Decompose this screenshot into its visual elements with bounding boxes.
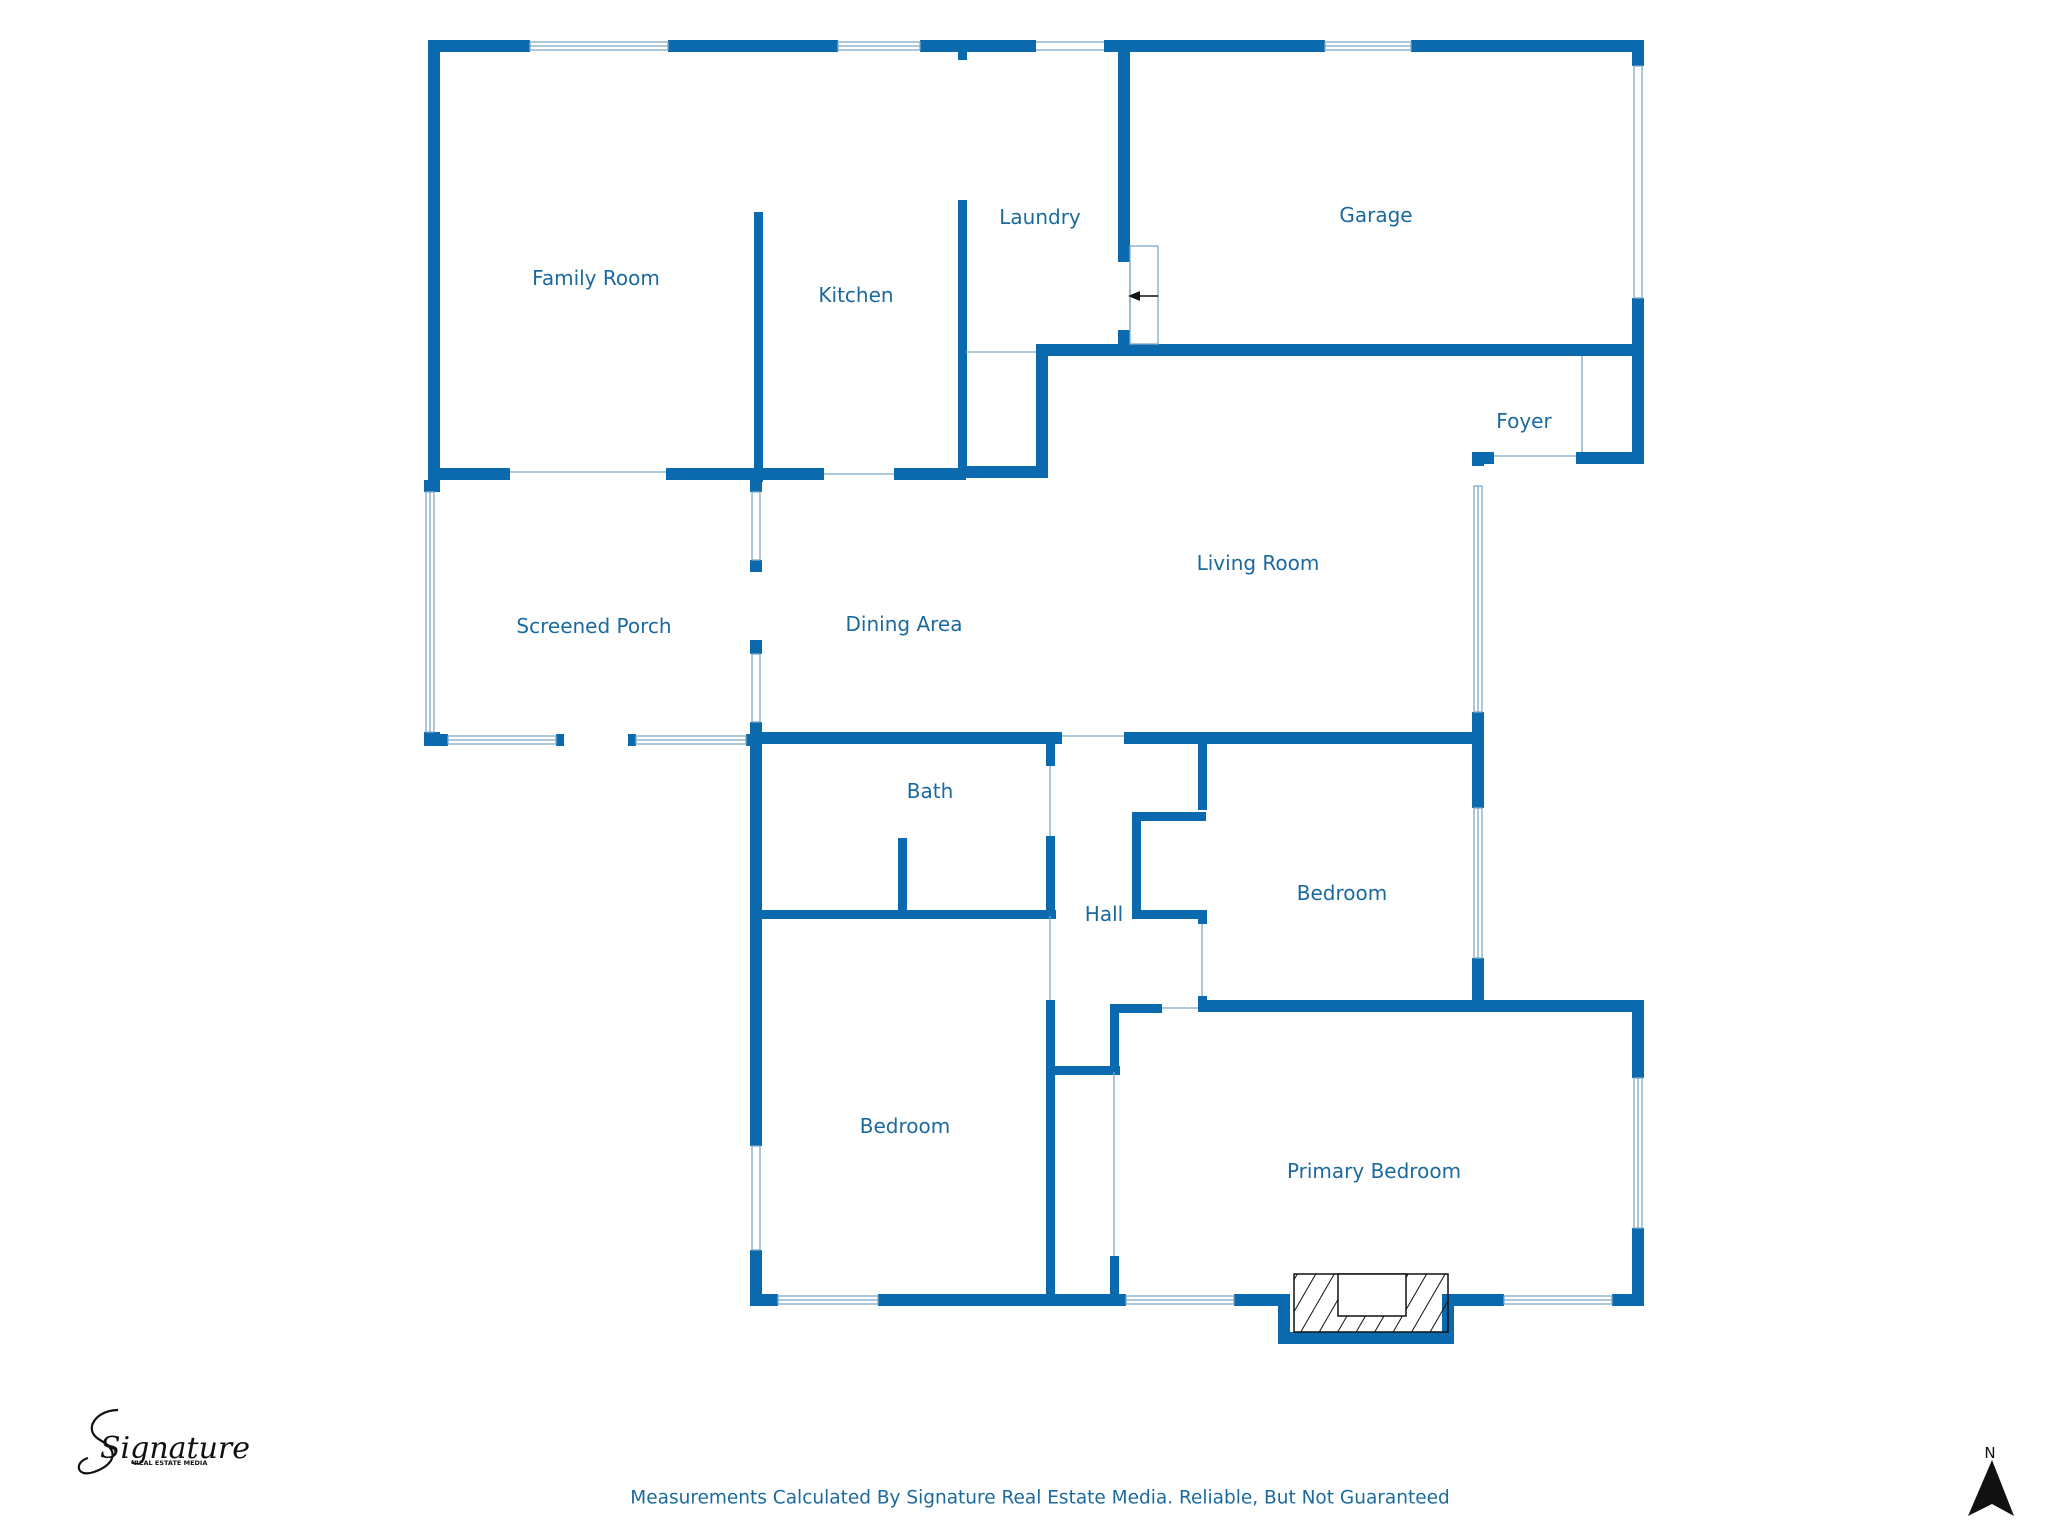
room-label-foyer: Foyer [1496,409,1552,433]
signature-logo-icon: Signature REAL ESTATE MEDIA [77,1408,250,1475]
room-label-living-room: Living Room [1196,551,1320,575]
room-label-garage: Garage [1339,203,1413,227]
room-label-bedroom-east: Bedroom [1296,881,1388,905]
room-label-laundry: Laundry [999,205,1081,229]
openings [425,41,1643,1305]
room-label-kitchen: Kitchen [818,283,894,307]
svg-text:Signature: Signature [100,1431,250,1466]
room-label-bath: Bath [906,779,954,803]
svg-text:REAL ESTATE MEDIA: REAL ESTATE MEDIA [134,1459,207,1467]
room-label-dining-area: Dining Area [845,612,963,636]
room-label-bedroom-west: Bedroom [859,1114,951,1138]
walls [424,40,1644,1344]
room-label-family-room: Family Room [532,266,660,290]
door-arrow-icon [1128,245,1159,345]
room-label-primary-bedroom: Primary Bedroom [1286,1159,1462,1183]
room-label-hall: Hall [1084,902,1124,926]
compass-letter: N [1984,1444,1996,1462]
room-label-screened-porch: Screened Porch [516,614,672,638]
footer-disclaimer: Measurements Calculated By Signature Rea… [630,1487,1450,1509]
north-arrow-icon [1968,1460,2014,1516]
fireplace-icon [1293,1273,1449,1333]
